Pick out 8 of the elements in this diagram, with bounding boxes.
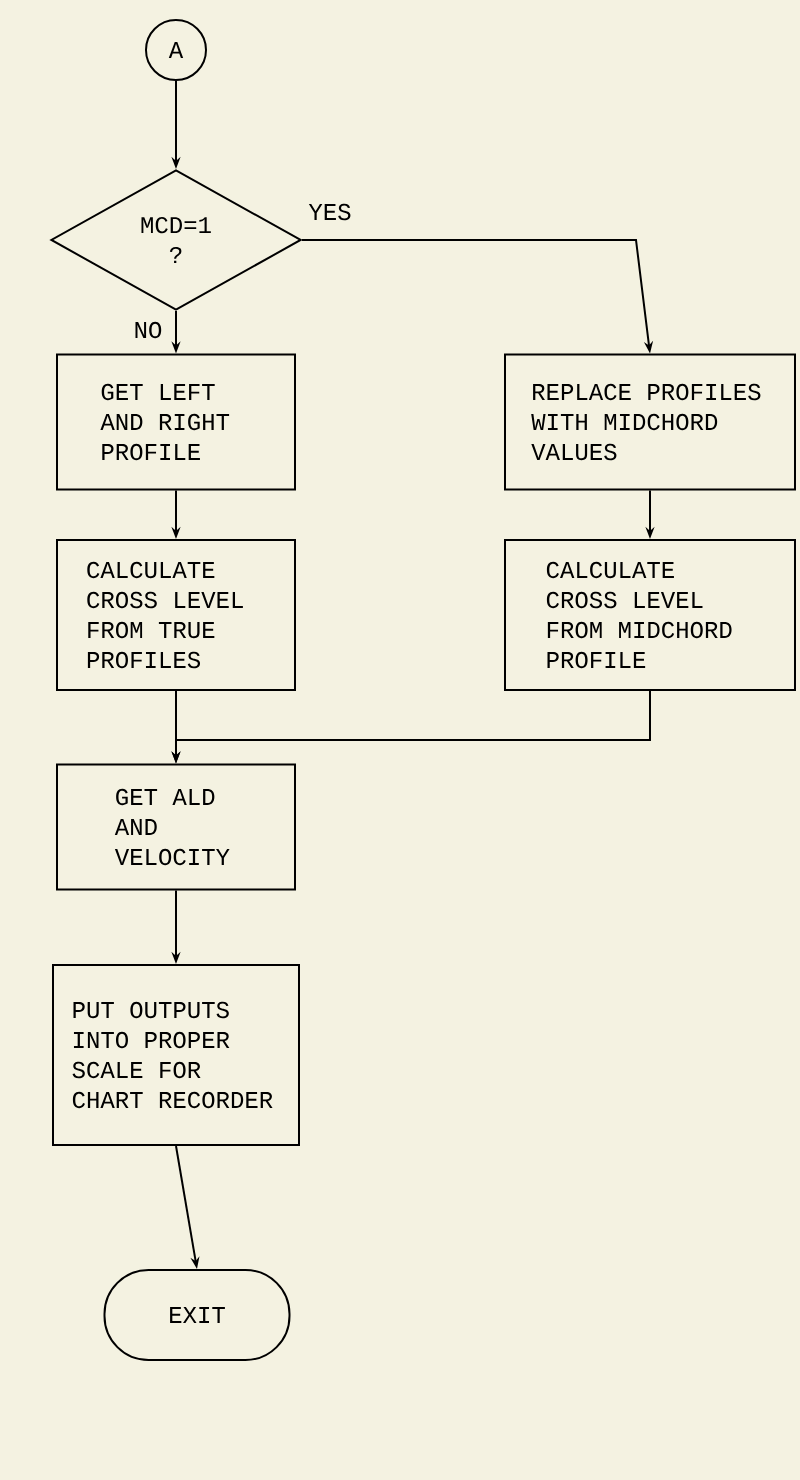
process-box: REPLACE PROFILES WITH MIDCHORD VALUES <box>504 353 796 491</box>
process-box: CALCULATE CROSS LEVEL FROM MIDCHORD PROFILE <box>504 539 796 691</box>
process-box: CALCULATE CROSS LEVEL FROM TRUE PROFILES <box>56 539 296 691</box>
terminal-box: EXIT <box>103 1269 291 1361</box>
process-box: GET ALD AND VELOCITY <box>56 763 296 891</box>
process-box: GET LEFT AND RIGHT PROFILE <box>56 353 296 491</box>
process-box: PUT OUTPUTS INTO PROPER SCALE FOR CHART RECORDER <box>52 964 300 1146</box>
edge-label: YES <box>306 201 354 223</box>
